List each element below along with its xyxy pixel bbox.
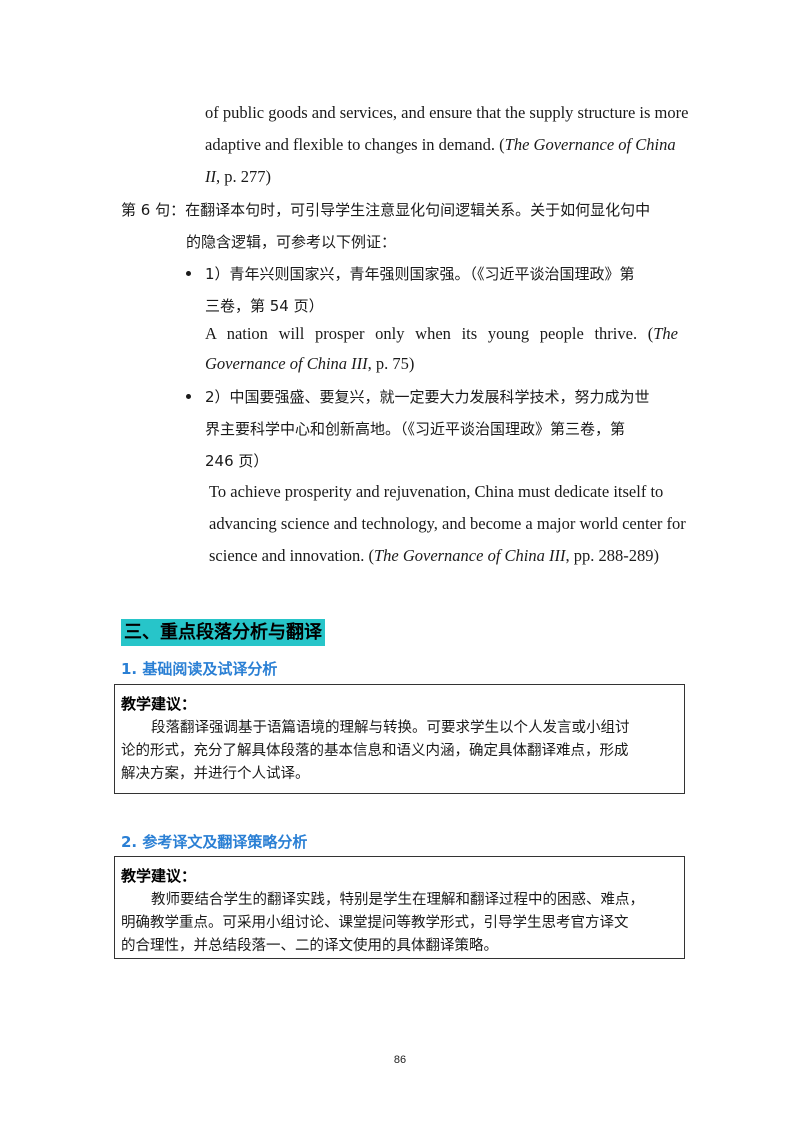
example2-zh-line-1: 2）中国要强盛、要复兴，就一定要大力发展科学技术，努力成为世 (205, 388, 650, 406)
box2-line-1: 教师要结合学生的翻译实践，特别是学生在理解和翻译过程中的困惑、难点， (151, 892, 644, 908)
section-title: 三、重点段落分析与翻译 (121, 619, 325, 646)
example1-zh-line-2: 三卷，第 54 页） (205, 297, 324, 315)
page-number: 86 (393, 1054, 407, 1066)
example1-en-line-2: Governance of China III, p. 75) (205, 352, 414, 376)
book-title: Governance of China III (205, 354, 368, 373)
book-title: The Governance of China (504, 135, 676, 154)
teaching-suggestion-box-2: 教学建议： 教师要结合学生的翻译实践，特别是学生在理解和翻译过程中的困惑、难点，… (114, 856, 685, 959)
citation-text: , p. 277) (216, 167, 271, 186)
bullet-icon (186, 394, 191, 399)
box1-line-3: 解决方案，并进行个人试译。 (121, 766, 310, 782)
example1-en-text: A nation will prosper only when its youn… (205, 324, 654, 343)
example2-zh-line-2: 界主要科学中心和创新高地。（《习近平谈治国理政》第三卷，第 (205, 420, 626, 438)
example2-en-line-1: To achieve prosperity and rejuvenation, … (209, 482, 664, 501)
citation-text: , p. 75) (367, 354, 415, 373)
subsection-2-heading: 2. 参考译文及翻译策略分析 (121, 833, 308, 851)
book-title: II (205, 167, 216, 186)
box1-line-1: 段落翻译强调基于语篇语境的理解与转换。可要求学生以个人发言或小组讨 (151, 720, 630, 736)
continuation-line-3: II, p. 277) (205, 165, 271, 189)
continuation-line-1: of public goods and services, and ensure… (205, 103, 689, 122)
book-title: The (653, 324, 678, 343)
teaching-suggestion-box-1: 教学建议： 段落翻译强调基于语篇语境的理解与转换。可要求学生以个人发言或小组讨 … (114, 684, 685, 794)
example2-en-text: science and innovation. ( (209, 546, 374, 565)
example2-en-line-2: advancing science and technology, and be… (209, 514, 686, 533)
box2-line-3: 的合理性，并总结段落一、二的译文使用的具体翻译策略。 (121, 938, 498, 954)
example2-en-line-3: science and innovation. (The Governance … (209, 544, 659, 568)
example1-en-line-1: A nation will prosper only when its youn… (205, 322, 678, 346)
box-label: 教学建议： (121, 867, 197, 885)
box2-line-2: 明确教学重点。可采用小组讨论、课堂提问等教学形式，引导学生思考官方译文 (121, 915, 629, 931)
sentence6-line-1: 第 6 句：在翻译本句时，可引导学生注意显化句间逻辑关系。关于如何显化句中 (121, 201, 651, 219)
bullet-icon (186, 271, 191, 276)
example1-zh-line-1: 1）青年兴则国家兴，青年强则国家强。（《习近平谈治国理政》第 (205, 265, 635, 283)
sentence6-line-2: 的隐含逻辑，可参考以下例证： (186, 233, 397, 251)
continuation-text: adaptive and flexible to changes in dema… (205, 135, 505, 154)
citation-text: , pp. 288-289) (565, 546, 660, 565)
box-label: 教学建议： (121, 695, 197, 713)
example2-zh-line-3: 246 页） (205, 452, 269, 470)
continuation-line-2: adaptive and flexible to changes in dema… (205, 133, 676, 157)
box1-line-2: 论的形式，充分了解具体段落的基本信息和语义内涵，确定具体翻译难点，形成 (121, 743, 629, 759)
book-title: The Governance of China III (373, 546, 566, 565)
subsection-1-heading: 1. 基础阅读及试译分析 (121, 660, 278, 678)
